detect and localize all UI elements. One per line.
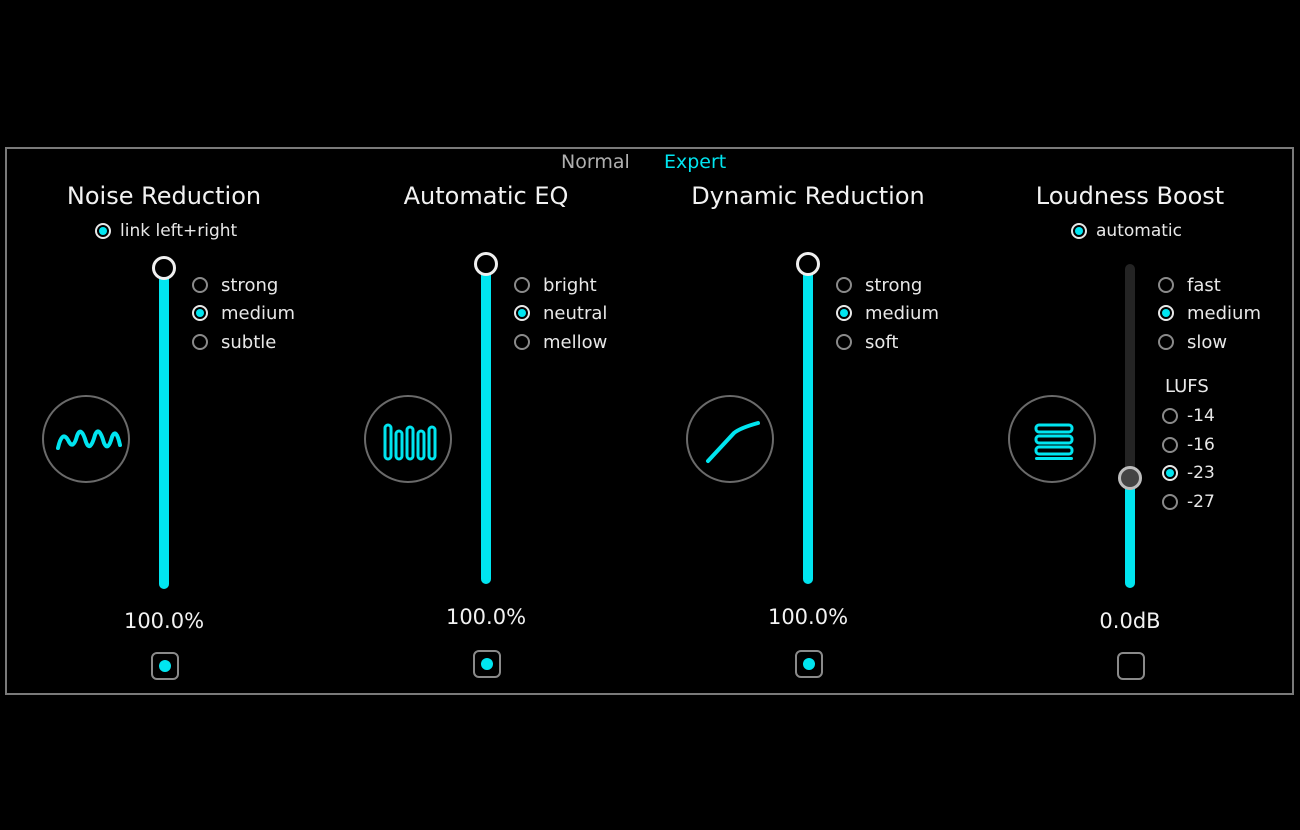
- link-left-right-label: link left+right: [120, 221, 238, 241]
- radio-indicator: [1162, 437, 1178, 453]
- loudness-boost-title: Loudness Boost: [1035, 182, 1225, 210]
- automatic-radio[interactable]: automatic: [1071, 220, 1182, 242]
- radio-indicator: [514, 305, 530, 321]
- loudness-boost-option-fast[interactable]: fast: [1158, 274, 1221, 296]
- dynamic-reduction-enable-checkbox[interactable]: [795, 650, 823, 678]
- noise-reduction-value: 100.0%: [123, 609, 205, 633]
- option-label: -16: [1187, 435, 1215, 455]
- option-label: strong: [865, 274, 923, 296]
- noise-reduction-slider-fill: [159, 268, 169, 589]
- lufs-option-23[interactable]: -23: [1162, 462, 1215, 484]
- automatic-eq-title: Automatic EQ: [403, 182, 569, 210]
- lufs-option-14[interactable]: -14: [1162, 405, 1215, 427]
- radio-indicator: [1162, 494, 1178, 510]
- loudness-boost-icon-button[interactable]: [1008, 395, 1096, 483]
- noise-reduction-slider-handle[interactable]: [152, 256, 176, 280]
- compression-curve-icon: [706, 421, 760, 463]
- radio-indicator: [514, 334, 530, 350]
- option-label: -27: [1187, 492, 1215, 512]
- option-label: neutral: [543, 302, 608, 324]
- automatic-radio-indicator: [1071, 223, 1087, 239]
- link-left-right-radio[interactable]: link left+right: [95, 220, 237, 242]
- option-label: medium: [1187, 302, 1261, 324]
- dynamic-reduction-option-strong[interactable]: strong: [836, 274, 922, 296]
- automatic-eq-option-neutral[interactable]: neutral: [514, 302, 607, 324]
- option-label: -23: [1187, 463, 1215, 483]
- loudness-boost-option-slow[interactable]: slow: [1158, 331, 1227, 353]
- option-label: mellow: [543, 331, 608, 353]
- automatic-eq-icon-button[interactable]: [364, 395, 452, 483]
- radio-indicator: [514, 277, 530, 293]
- loudness-boost-slider-track[interactable]: [1125, 264, 1135, 588]
- stacked-bars-icon: [1034, 423, 1074, 460]
- dynamic-reduction-option-medium[interactable]: medium: [836, 302, 939, 324]
- automatic-eq-slider-fill: [481, 264, 491, 584]
- noise-reduction-title: Noise Reduction: [66, 182, 262, 210]
- radio-indicator: [836, 277, 852, 293]
- loudness-boost-enable-checkbox[interactable]: [1117, 652, 1145, 680]
- automatic-label: automatic: [1096, 221, 1182, 241]
- mode-tab-normal[interactable]: Normal: [561, 151, 630, 173]
- option-label: subtle: [221, 331, 277, 353]
- option-label: slow: [1187, 331, 1228, 353]
- mode-tab-expert[interactable]: Expert: [664, 151, 727, 173]
- option-label: medium: [221, 302, 295, 324]
- dynamic-reduction-value: 100.0%: [767, 605, 849, 629]
- loudness-boost-slider-fill: [1125, 477, 1135, 588]
- option-label: strong: [221, 274, 279, 296]
- option-label: -14: [1187, 406, 1215, 426]
- noise-reduction-option-subtle[interactable]: subtle: [192, 331, 276, 353]
- dynamic-reduction-title: Dynamic Reduction: [691, 182, 925, 210]
- automatic-eq-option-bright[interactable]: bright: [514, 274, 597, 296]
- radio-indicator: [1158, 277, 1174, 293]
- link-left-right-radio-indicator: [95, 223, 111, 239]
- automatic-eq-value: 100.0%: [445, 605, 527, 629]
- loudness-boost-value: 0.0dB: [1099, 609, 1161, 633]
- noise-reduction-icon-button[interactable]: [42, 395, 130, 483]
- radio-indicator: [192, 305, 208, 321]
- lufs-option-27[interactable]: -27: [1162, 491, 1215, 513]
- noise-reduction-option-strong[interactable]: strong: [192, 274, 278, 296]
- dynamic-reduction-option-soft[interactable]: soft: [836, 331, 898, 353]
- noise-reduction-enable-checkbox[interactable]: [151, 652, 179, 680]
- radio-indicator: [1158, 334, 1174, 350]
- noise-wave-icon: [56, 429, 122, 450]
- eq-bars-icon: [383, 423, 437, 461]
- option-label: medium: [865, 302, 939, 324]
- automatic-eq-option-mellow[interactable]: mellow: [514, 331, 607, 353]
- radio-indicator: [836, 334, 852, 350]
- processing-panel: [5, 147, 1294, 695]
- loudness-boost-option-medium[interactable]: medium: [1158, 302, 1261, 324]
- radio-indicator: [192, 334, 208, 350]
- lufs-label: LUFS: [1165, 376, 1209, 397]
- radio-indicator: [1162, 408, 1178, 424]
- radio-indicator: [192, 277, 208, 293]
- dynamic-reduction-slider-handle[interactable]: [796, 252, 820, 276]
- radio-indicator: [1162, 465, 1178, 481]
- radio-indicator: [836, 305, 852, 321]
- automatic-eq-slider-handle[interactable]: [474, 252, 498, 276]
- dynamic-reduction-slider-fill: [803, 264, 813, 584]
- automatic-eq-enable-checkbox[interactable]: [473, 650, 501, 678]
- lufs-option-16[interactable]: -16: [1162, 434, 1215, 456]
- dynamic-reduction-icon-button[interactable]: [686, 395, 774, 483]
- option-label: soft: [865, 331, 899, 353]
- noise-reduction-option-medium[interactable]: medium: [192, 302, 295, 324]
- option-label: fast: [1187, 274, 1221, 296]
- loudness-boost-slider-handle[interactable]: [1118, 465, 1142, 490]
- option-label: bright: [543, 274, 597, 296]
- radio-indicator: [1158, 305, 1174, 321]
